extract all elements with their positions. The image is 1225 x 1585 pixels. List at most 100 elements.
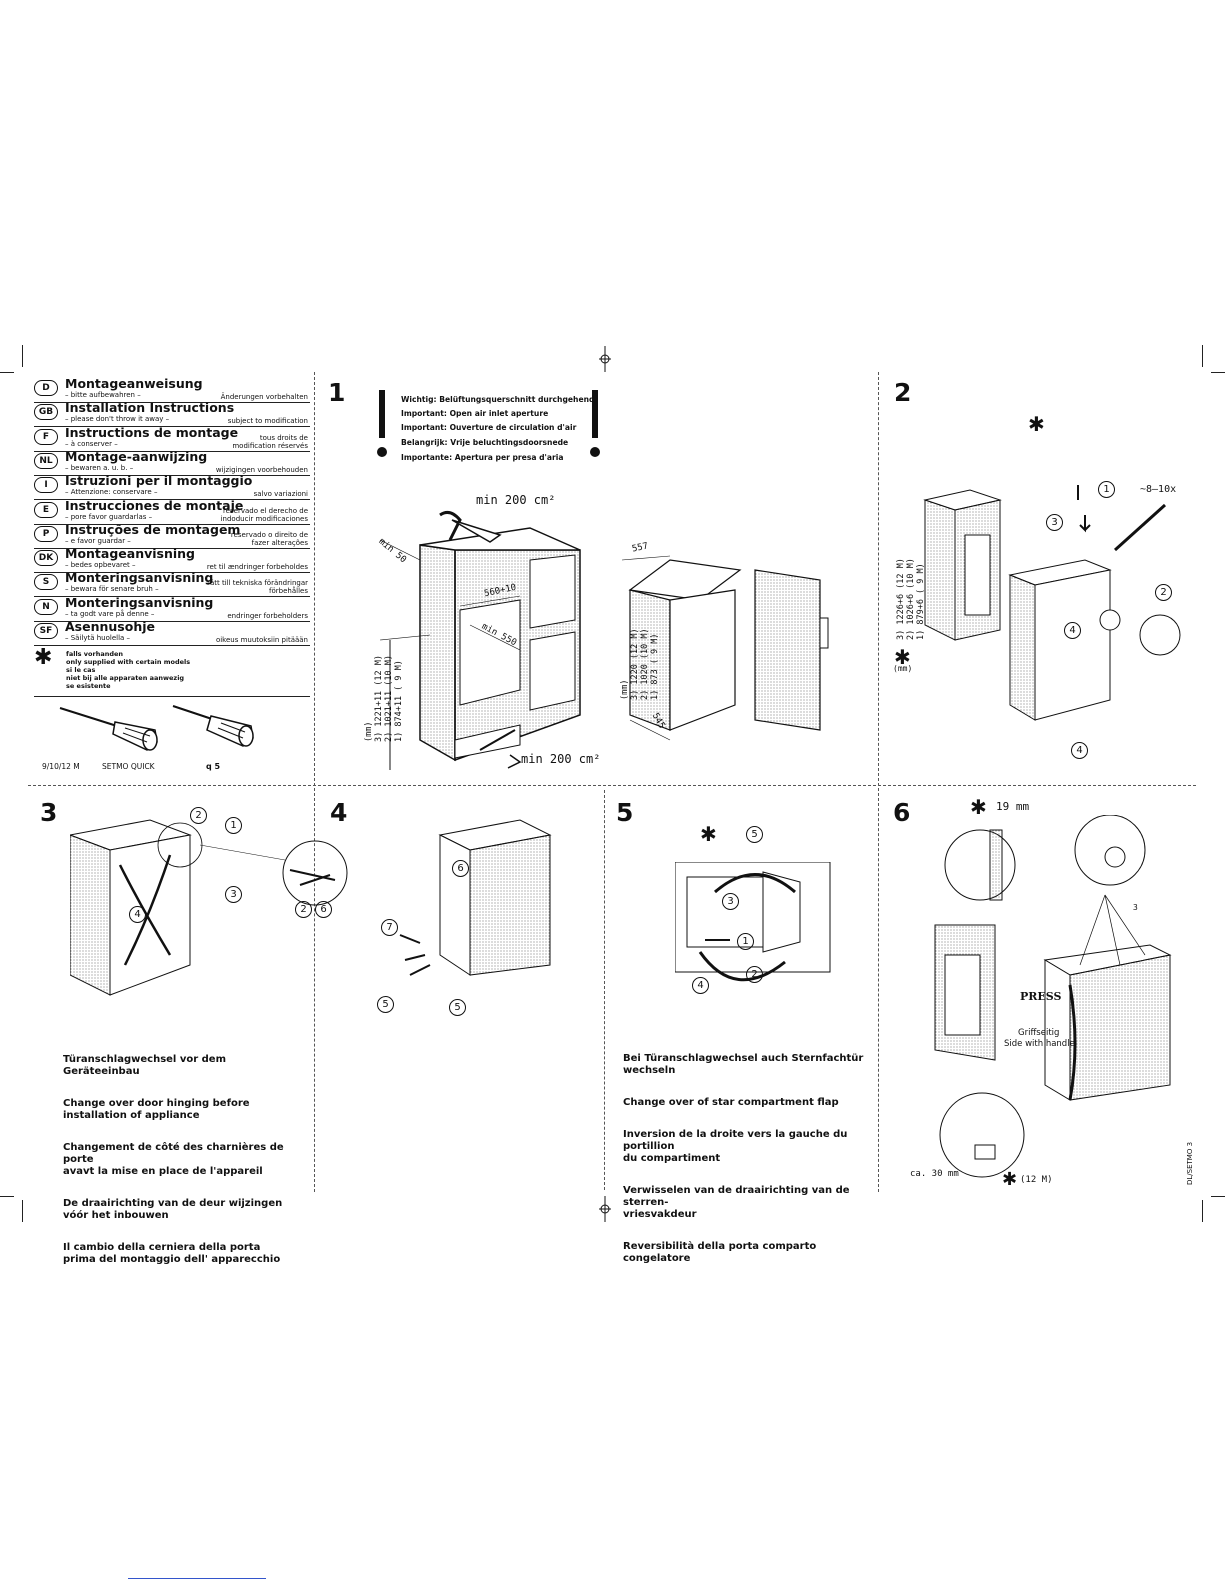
step2-drawing	[923, 485, 1181, 721]
callout-5: 5	[377, 996, 394, 1013]
panel-divider-horizontal	[28, 785, 1196, 786]
language-code-badge: F	[34, 428, 58, 445]
language-subtitle: – pore favor guardarlas –	[65, 512, 153, 521]
footer-product: SETMO QUICK	[102, 762, 155, 771]
callout-6: 6	[452, 860, 469, 877]
screwdriver-illustration	[59, 705, 254, 751]
step-6-number: 6	[893, 798, 911, 827]
language-note: reservado o direito de fazer alterações	[230, 530, 308, 547]
language-title: Asennusohje	[65, 619, 155, 634]
step5-drawing	[675, 862, 831, 982]
star-icon: ✱	[894, 645, 911, 669]
language-note: ret til ændringer forbeholdes	[206, 563, 308, 572]
language-subtitle: – Attenzione: conservare –	[65, 488, 158, 497]
callout-1: 1	[1098, 481, 1115, 498]
language-code-badge: N	[34, 598, 58, 615]
language-title: Instrucciones de montaje	[65, 497, 244, 513]
language-row: I Istruzioni per il montaggio– Attenzione…	[34, 473, 310, 501]
step-4-number: 4	[330, 798, 348, 827]
star-icon: ✱	[1002, 1169, 1018, 1190]
step6-drawing	[934, 815, 1172, 1178]
language-code-badge: I	[34, 477, 58, 494]
warning-line: Important: Ouverture de circulation d'ai…	[401, 423, 577, 432]
callout-7: 7	[381, 919, 398, 936]
language-title: Monteringsanvisning	[65, 594, 214, 610]
step5-captions: Bei Türanschlagwechsel auch Sternfachtür…	[623, 1053, 864, 1264]
ca-30-label: ca. 30 mm	[910, 1169, 959, 1179]
language-subtitle: – ta godt vare på denne –	[65, 609, 155, 618]
star-icon: ✱	[1028, 412, 1045, 436]
language-title: Montageanvisning	[65, 546, 195, 562]
step-3-number: 3	[40, 798, 58, 827]
language-note: wijzigingen voorbehouden	[215, 465, 308, 474]
side-code: DL/SETMO 3	[1186, 1141, 1194, 1185]
callout-4: 4	[129, 906, 146, 923]
language-title: Instructions de montage	[65, 424, 239, 440]
language-subtitle: – e favor guardar –	[65, 536, 131, 545]
language-note: oikeus muutoksiin pitäään	[215, 636, 308, 644]
panel-divider-v1	[314, 372, 315, 1192]
language-row: NL Montage-aanwijzing– bewaren a. u. b. –…	[34, 448, 310, 476]
min-area-bottom: min 200 cm²	[521, 752, 601, 766]
language-title: Istruzioni per il montaggio	[65, 473, 253, 489]
callout-3-small: 3	[1133, 903, 1138, 912]
star-icon: ✱	[970, 795, 987, 819]
language-note: endringer forbeholders	[227, 611, 308, 620]
press-label: PRESS	[1020, 990, 1062, 1003]
callout-5: 5	[449, 999, 466, 1016]
footnote-star: ✱	[34, 645, 53, 670]
step-5-number: 5	[616, 798, 634, 827]
language-note: rätt till tekniska förändringar förbehål…	[207, 579, 308, 596]
language-note: tous droits de modification réservés	[232, 433, 308, 450]
language-row: F Instructions de montage– à conserver – t…	[34, 424, 310, 452]
language-subtitle: – bewara för senare bruh –	[65, 585, 159, 594]
language-code-badge: NL	[34, 452, 58, 469]
warning-line: Wichtig: Belüftungsquerschnitt durchgehe…	[401, 395, 595, 404]
step2-unit: (mm)	[893, 664, 913, 673]
registration-mark-bottom	[599, 1196, 611, 1222]
footer-date: 9/10/12 M	[42, 762, 80, 771]
language-subtitle: – please don't throw it away –	[65, 415, 170, 424]
panel-divider-v2	[604, 790, 605, 1190]
language-code-badge: S	[34, 574, 58, 591]
step3-captions: Türanschlagwechsel vor dem Geräteeinbau …	[63, 1054, 284, 1265]
language-note: salvo variazioni	[253, 490, 308, 499]
star-icon: ✱	[700, 822, 717, 846]
handle-side-de: Griffseitig	[1018, 1028, 1060, 1038]
language-subtitle: – Säilytä huolella –	[65, 634, 131, 642]
model-12m: (12 M)	[1020, 1175, 1053, 1185]
min-area-top: min 200 cm²	[476, 493, 556, 507]
registration-mark-top	[599, 346, 611, 372]
language-title: Instruções de montagem	[65, 521, 241, 537]
language-title: Montage-aanwijzing	[65, 448, 208, 464]
phillips-screwdriver-icon	[172, 705, 254, 747]
warning-line: Important: Open air inlet aperture	[401, 409, 549, 418]
language-title: Montageanweisung	[65, 376, 203, 391]
flat-screwdriver-icon	[59, 707, 158, 751]
language-row: N Monteringsanvisning– ta godt vare på de…	[34, 594, 310, 622]
callout-4: 4	[1064, 622, 1081, 639]
gap-label: 19 mm	[996, 800, 1030, 813]
callout-3: 3	[722, 893, 739, 910]
step-1-number: 1	[328, 378, 346, 407]
appliance-heights: (mm) 3) 1220 (12 M) 2) 1020 (10 M) 1) 87…	[620, 628, 660, 700]
callout-5: 5	[746, 826, 763, 843]
callout-1: 1	[737, 933, 754, 950]
warning-line: Importante: Apertura per presa d'aria	[401, 453, 564, 462]
language-row: P Instruções de montagem– e favor guardar…	[34, 521, 310, 549]
callout-2: 2	[746, 966, 763, 983]
callout-3: 3	[225, 886, 242, 903]
callout-1: 1	[225, 817, 242, 834]
language-subtitle: – bewaren a. u. b. –	[65, 463, 134, 472]
language-subtitle: – bedes opbevaret –	[65, 561, 136, 570]
warning-line: Belangrijk: Vrije beluchtingsdoorsnede	[401, 438, 569, 447]
appliance-drawing	[621, 555, 829, 741]
language-subtitle: – à conserver –	[65, 439, 118, 448]
exclamation-icon	[377, 390, 387, 457]
step2-heights: 3) 1226+6 (12 M) 2) 1026+6 (10 M) 1) 879…	[896, 558, 926, 640]
language-title: Installation Instructions	[65, 400, 235, 416]
language-code-badge: P	[34, 525, 58, 542]
